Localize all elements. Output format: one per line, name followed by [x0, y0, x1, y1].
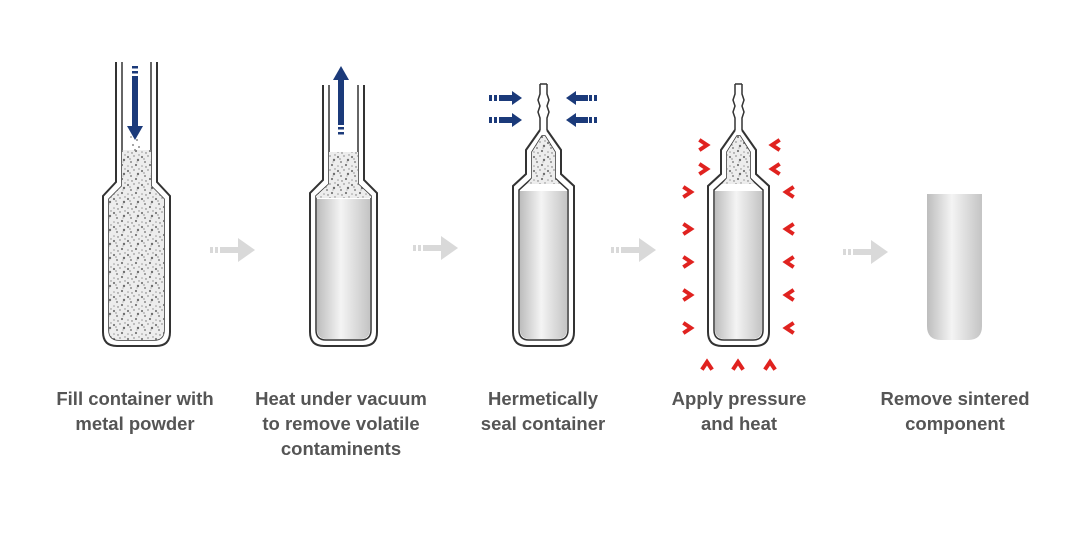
step-2-container — [309, 66, 378, 347]
metal-powder — [316, 152, 371, 198]
step-4-container — [682, 83, 795, 371]
caption-line: contaminents — [280, 438, 402, 459]
metal-powder — [527, 136, 560, 184]
caption-line: Hermetically — [487, 388, 599, 409]
step-5-caption: Remove sintered component — [855, 386, 1055, 436]
metal-body — [317, 199, 370, 339]
step-3-container — [489, 83, 597, 347]
caption-line: component — [905, 413, 1005, 434]
metal-powder — [722, 136, 755, 184]
step-5-component — [927, 194, 982, 340]
step-1-caption: Fill container with metal powder — [35, 386, 235, 436]
step-3-caption: Hermetically seal container — [443, 386, 643, 436]
down-arrow-icon — [127, 66, 143, 140]
step-1-container — [102, 62, 171, 347]
caption-line: Remove sintered — [880, 388, 1030, 409]
caption-line: metal powder — [75, 413, 195, 434]
pressure-chevron-icon — [682, 138, 795, 371]
step-2-caption: Heat under vacuum to remove volatile con… — [241, 386, 441, 461]
squeeze-arrow-icon — [489, 91, 597, 127]
metal-body — [520, 191, 567, 339]
caption-line: Apply pressure — [671, 388, 807, 409]
step-4-caption: Apply pressure and heat — [639, 386, 839, 436]
caption-line: Fill container with — [56, 388, 214, 409]
sintered-component — [927, 194, 982, 340]
caption-line: and heat — [700, 413, 778, 434]
caption-line: seal container — [480, 413, 606, 434]
caption-line: Heat under vacuum — [255, 388, 427, 409]
caption-line: to remove volatile — [262, 413, 420, 434]
up-arrow-icon — [333, 66, 349, 135]
metal-body — [715, 191, 762, 339]
metal-powder — [109, 150, 164, 340]
step-arrow-icon — [210, 236, 888, 264]
